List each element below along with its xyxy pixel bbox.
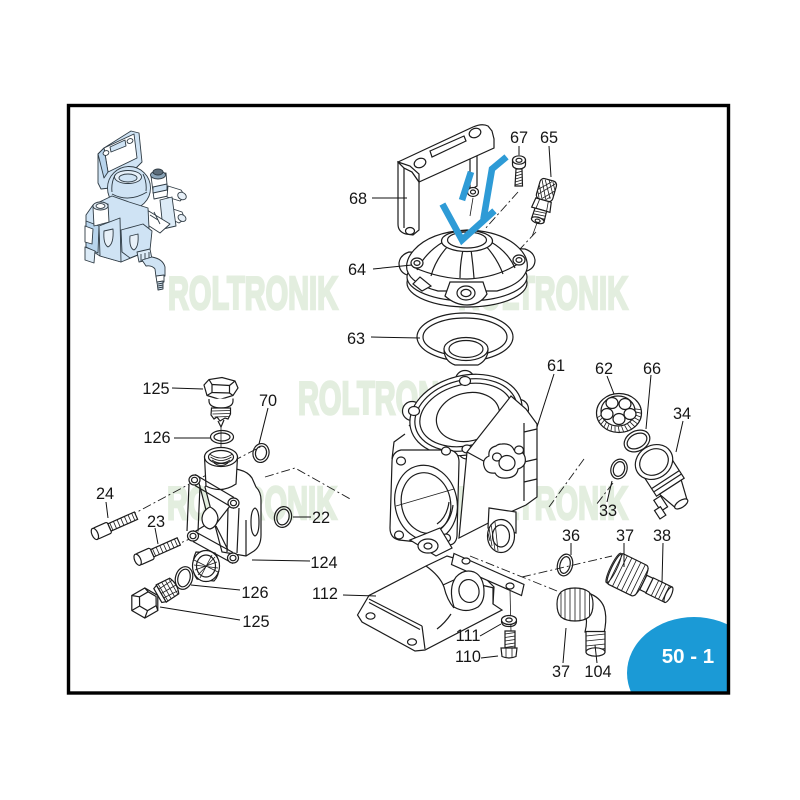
svg-text:24: 24 (96, 485, 114, 503)
svg-text:37: 37 (552, 663, 570, 681)
svg-text:124: 124 (310, 554, 337, 572)
svg-text:70: 70 (259, 392, 277, 410)
svg-text:67: 67 (510, 129, 528, 147)
svg-text:126: 126 (143, 429, 170, 447)
svg-text:62: 62 (595, 360, 613, 378)
svg-text:37: 37 (616, 527, 634, 545)
svg-text:34: 34 (673, 405, 691, 423)
svg-text:65: 65 (540, 129, 558, 147)
svg-text:111: 111 (456, 627, 481, 645)
svg-text:36: 36 (562, 527, 580, 545)
svg-text:126: 126 (241, 584, 268, 602)
svg-text:33: 33 (599, 502, 617, 520)
svg-text:112: 112 (312, 585, 338, 603)
svg-text:61: 61 (547, 357, 565, 375)
svg-text:ROLTRONIK: ROLTRONIK (168, 267, 338, 319)
svg-text:64: 64 (348, 261, 366, 279)
svg-text:110: 110 (455, 648, 481, 666)
svg-text:125: 125 (142, 380, 169, 398)
svg-text:50 - 1: 50 - 1 (662, 645, 714, 668)
svg-text:38: 38 (653, 527, 671, 545)
svg-text:104: 104 (584, 663, 611, 681)
svg-text:66: 66 (643, 360, 661, 378)
svg-text:23: 23 (147, 513, 165, 531)
svg-text:125: 125 (242, 613, 269, 631)
svg-text:68: 68 (349, 190, 367, 208)
svg-text:22: 22 (312, 509, 330, 527)
svg-text:63: 63 (347, 330, 365, 348)
